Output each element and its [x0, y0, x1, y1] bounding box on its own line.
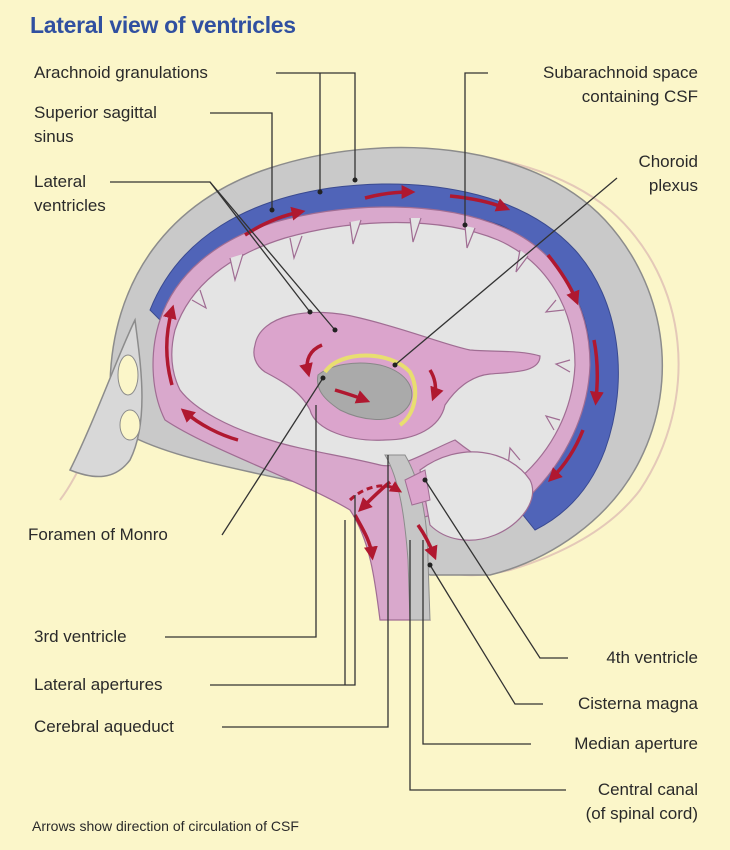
- label-line: (of spinal cord): [585, 804, 698, 823]
- csf-flow-arrow: [162, 304, 177, 386]
- leader-cerebral-aqueduct: [222, 455, 389, 728]
- csf-flow-arrow: [548, 429, 585, 482]
- label-arachnoid-granulations: Arachnoid granulations: [34, 63, 208, 82]
- label-line: containing CSF: [581, 87, 698, 106]
- csf-flow-arrows: [162, 185, 604, 561]
- csf-flow-arrow: [546, 253, 580, 306]
- label-lateral-ventricles: Lateral ventricles: [34, 170, 106, 218]
- leader-dots: [269, 177, 468, 568]
- choroid-plexus-shape: [323, 353, 418, 427]
- diagram-title: Lateral view of ventricles: [30, 12, 296, 38]
- leader-foramen-of-monro: [221, 377, 324, 536]
- label-line: Superior sagittal: [34, 103, 157, 122]
- leader-arachnoid-granulations: [276, 72, 356, 180]
- csf-flow-arrow: [416, 523, 438, 561]
- label-line: Lateral: [34, 172, 86, 191]
- label-central-canal: Central canal (of spinal cord): [586, 778, 698, 826]
- leader-lines: [110, 72, 618, 791]
- csf-flow-arrow: [334, 388, 371, 404]
- csf-flow-arrow: [589, 339, 604, 406]
- csf-flow-arrow: [353, 514, 378, 561]
- label-lateral-apertures: Lateral apertures: [34, 675, 163, 694]
- label-line: plexus: [648, 176, 698, 195]
- label-line: Central canal: [597, 780, 698, 799]
- csf-flow-arrow: [364, 185, 416, 200]
- label-line: sinus: [34, 127, 74, 146]
- csf-flow-arrow: [449, 194, 511, 212]
- label-cisterna-magna: Cisterna magna: [577, 694, 698, 713]
- leader-central-canal: [409, 540, 566, 791]
- csf-flow-arrow: [180, 408, 239, 442]
- cerebellum: [419, 451, 534, 541]
- label-line: ventricles: [34, 196, 106, 215]
- csf-flow-arrow: [299, 343, 323, 378]
- leader-lateral-apertures: [210, 495, 356, 686]
- leader-cisterna-magna: [429, 564, 543, 705]
- label-fourth-ventricle: 4th ventricle: [606, 648, 698, 667]
- label-line: Choroid: [638, 152, 698, 171]
- leader-superior-sagittal-sinus: [210, 112, 273, 210]
- label-superior-sagittal-sinus: Superior sagittal sinus: [34, 101, 157, 149]
- facial-bones: [68, 317, 143, 478]
- leader-fourth-ventricle: [424, 479, 568, 659]
- label-choroid-plexus: Choroid plexus: [638, 150, 698, 198]
- csf-flow-arrow: [244, 206, 306, 237]
- csf-flow-arrow: [428, 369, 444, 402]
- leader-choroid-plexus: [394, 177, 618, 366]
- leader-third-ventricle: [165, 405, 317, 638]
- label-cerebral-aqueduct: Cerebral aqueduct: [34, 717, 174, 736]
- label-line: Subarachnoid space: [542, 63, 698, 82]
- leader-lateral-ventricles-2: [209, 181, 311, 313]
- label-subarachnoid-space: Subarachnoid space containing CSF: [543, 61, 698, 109]
- label-third-ventricle: 3rd ventricle: [34, 627, 127, 646]
- label-foramen-of-monro: Foramen of Monro: [28, 525, 168, 544]
- label-median-aperture: Median aperture: [574, 734, 698, 753]
- leader-subarachnoid-space: [464, 72, 488, 225]
- leader-median-aperture: [422, 540, 531, 745]
- csf-flow-dashed-arrow: [348, 481, 403, 502]
- footnote: Arrows show direction of circulation of …: [32, 818, 299, 834]
